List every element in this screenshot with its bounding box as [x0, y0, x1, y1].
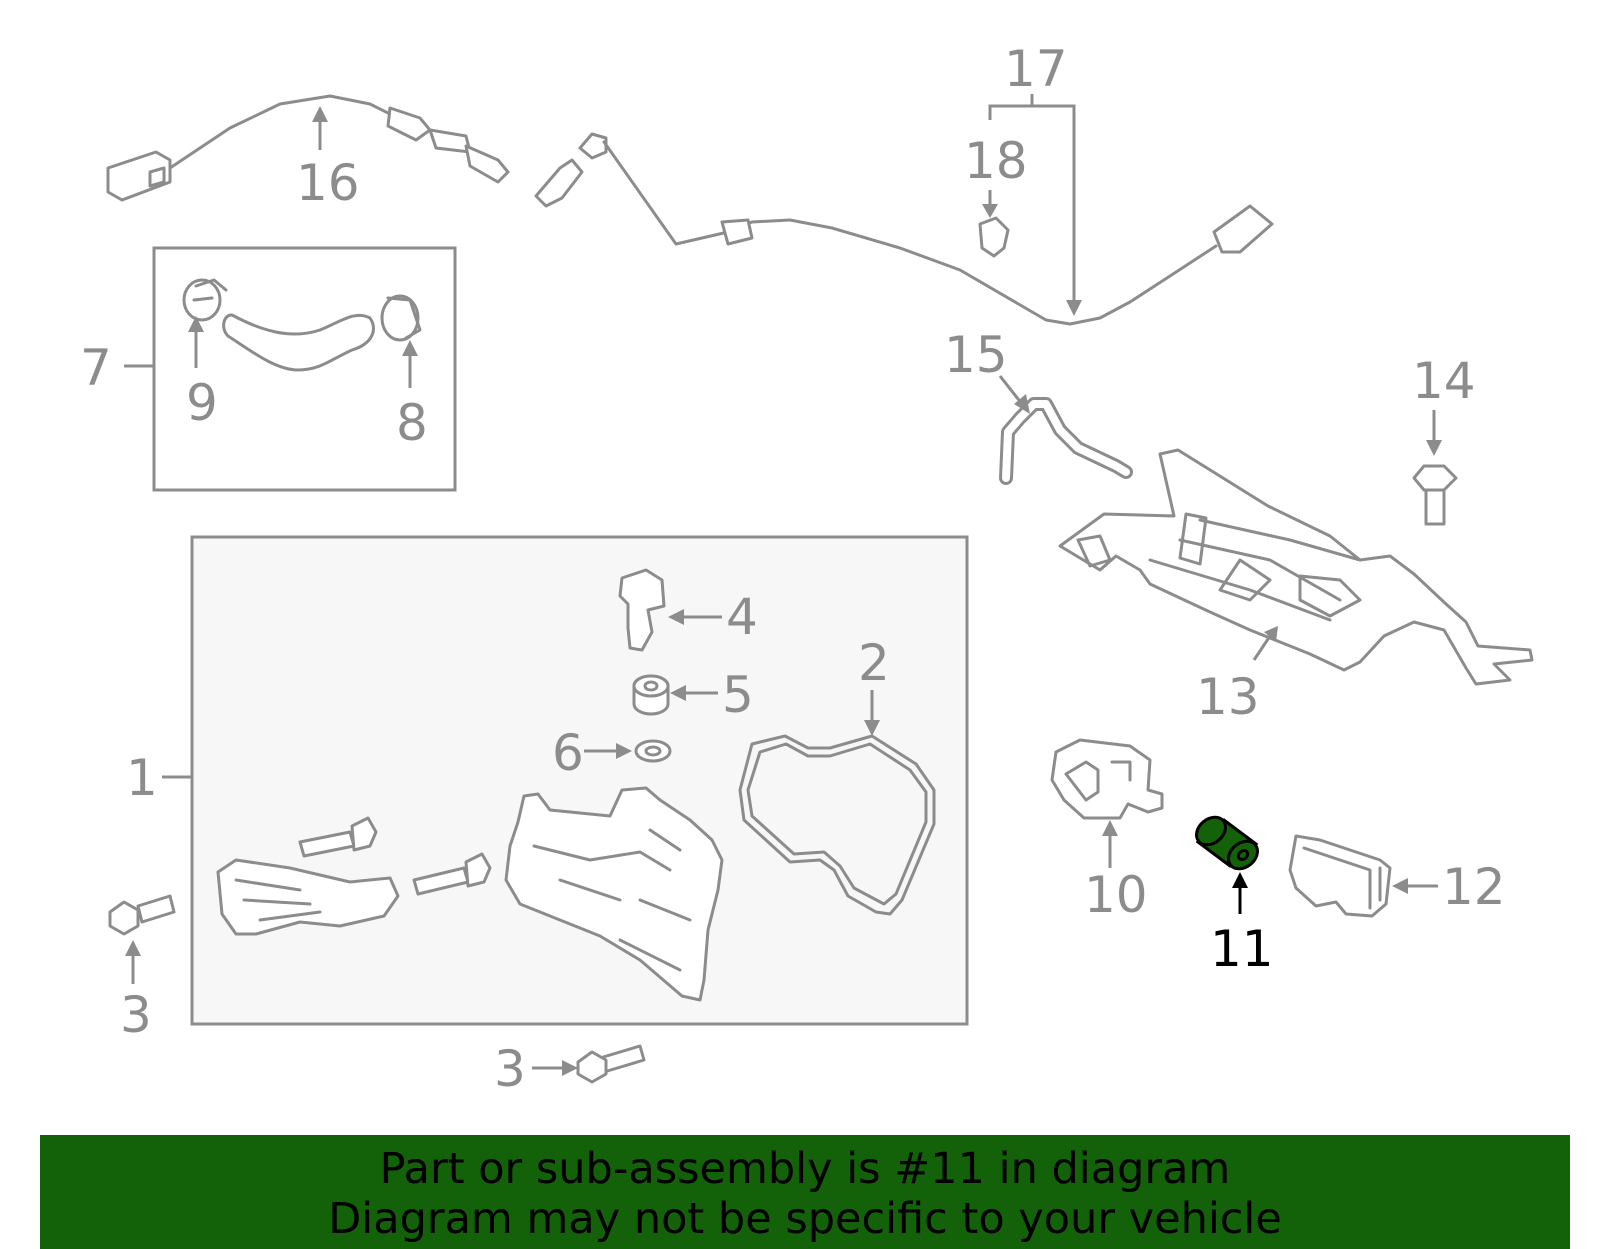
bolt-14[interactable] — [1412, 464, 1458, 526]
banner-line-2: Diagram may not be specific to your vehi… — [328, 1194, 1282, 1244]
gasket-2[interactable] — [738, 734, 936, 916]
oxygen-sensor-17[interactable] — [534, 132, 1274, 326]
callout-9: 9 — [186, 374, 218, 432]
callout-5: 5 — [722, 666, 754, 724]
bolt-inside-1[interactable] — [298, 816, 378, 858]
solenoid-valve-10[interactable] — [1050, 738, 1164, 820]
callout-4: 4 — [726, 588, 758, 646]
oxygen-sensor-16[interactable] — [106, 94, 510, 202]
bolt-inside-2[interactable] — [412, 852, 492, 896]
callout-7: 7 — [80, 339, 112, 397]
callout-3-bottom: 3 — [494, 1040, 526, 1098]
callout-15: 15 — [944, 326, 1008, 384]
callout-14: 14 — [1412, 352, 1476, 410]
grommet-5[interactable] — [632, 674, 670, 716]
clamp-9[interactable] — [182, 278, 228, 322]
vent-hose-15[interactable] — [999, 397, 1133, 485]
callout-11: 11 — [1210, 920, 1274, 978]
callout-8: 8 — [396, 394, 428, 452]
bracket-part[interactable] — [216, 858, 400, 936]
clamp-8[interactable] — [380, 294, 422, 342]
callout-18: 18 — [964, 132, 1028, 190]
callout-16: 16 — [296, 154, 360, 212]
clip-18[interactable] — [978, 216, 1010, 258]
callout-13: 13 — [1196, 668, 1260, 726]
banner-line-1: Part or sub-assembly is #11 in diagram — [379, 1144, 1231, 1194]
callout-1: 1 — [126, 749, 158, 807]
bolt-3-bottom[interactable] — [576, 1044, 646, 1084]
hose-part[interactable] — [222, 313, 375, 372]
bolt-3-left[interactable] — [108, 894, 176, 936]
valve-cover[interactable] — [504, 786, 724, 1002]
bracket-13[interactable] — [1058, 448, 1534, 686]
info-banner: Part or sub-assembly is #11 in diagram D… — [40, 1135, 1570, 1249]
assembly-box — [190, 535, 969, 1026]
callout-17: 17 — [1004, 40, 1068, 98]
callout-6: 6 — [552, 724, 584, 782]
callout-3-left: 3 — [120, 986, 152, 1044]
callout-10: 10 — [1084, 866, 1148, 924]
highlighted-part-11[interactable] — [1191, 812, 1263, 875]
part-12[interactable] — [1288, 834, 1392, 918]
callout-2: 2 — [858, 634, 890, 692]
washer-6[interactable] — [634, 739, 672, 763]
callout-12: 12 — [1442, 858, 1506, 916]
sensor-4[interactable] — [618, 568, 666, 652]
